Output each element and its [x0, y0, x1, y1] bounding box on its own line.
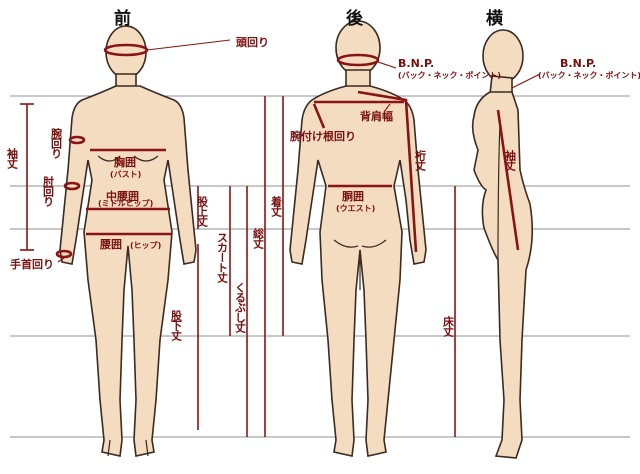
- label-hip: 腰囲: [99, 238, 122, 251]
- label-hip-sub: (ヒップ): [130, 240, 161, 250]
- back-measurements: [282, 53, 418, 336]
- label-bnp-side-sub: (バック・ネック・ポイント): [538, 70, 640, 80]
- front-measurements: [20, 39, 266, 437]
- front-figure: [59, 25, 197, 457]
- label-middle-hip: 中腰囲: [106, 189, 139, 203]
- label-shoulder: 背肩幅: [360, 109, 393, 123]
- label-yuki: 裄丈: [414, 149, 428, 172]
- label-bnp-side: B.N.P.: [560, 57, 596, 70]
- label-sleeve-side: 袖丈: [504, 149, 517, 172]
- label-upper-arm: 腕回り: [50, 127, 63, 159]
- label-total: 総丈: [252, 227, 265, 250]
- label-garment: 着丈: [270, 195, 284, 218]
- label-middle-hip-sub: (ミドルヒップ): [98, 198, 153, 208]
- label-elbow: 肘回り: [42, 175, 55, 207]
- label-ankle: くるぶし丈: [234, 282, 248, 334]
- label-waist-sub: (ウエスト): [336, 204, 375, 213]
- label-crotch-depth: 股上丈: [196, 196, 209, 228]
- label-bnp-back-sub: (バック・ネック・ポイント): [398, 70, 501, 80]
- label-skirt: スカート丈: [216, 232, 229, 284]
- label-head: 頭回り: [236, 35, 269, 49]
- label-inseam: 股下丈: [170, 310, 183, 342]
- label-wrist: 手首回り: [10, 257, 54, 271]
- label-bnp-back: B.N.P.: [398, 57, 434, 70]
- side-figure: [471, 29, 534, 459]
- title-back: 後: [346, 8, 364, 29]
- label-armhole: 腕付け根回り: [290, 129, 356, 143]
- label-bust: 胸囲: [114, 155, 136, 169]
- title-side: 横: [486, 8, 503, 29]
- label-sleeve-front: 袖丈: [6, 147, 19, 170]
- side-measurements: [454, 73, 541, 437]
- label-waist: 胴囲: [342, 190, 364, 203]
- title-front: 前: [114, 8, 131, 29]
- label-floor: 床丈: [442, 315, 455, 338]
- label-bust-sub: (バスト): [110, 170, 141, 179]
- back-figure: [289, 20, 427, 457]
